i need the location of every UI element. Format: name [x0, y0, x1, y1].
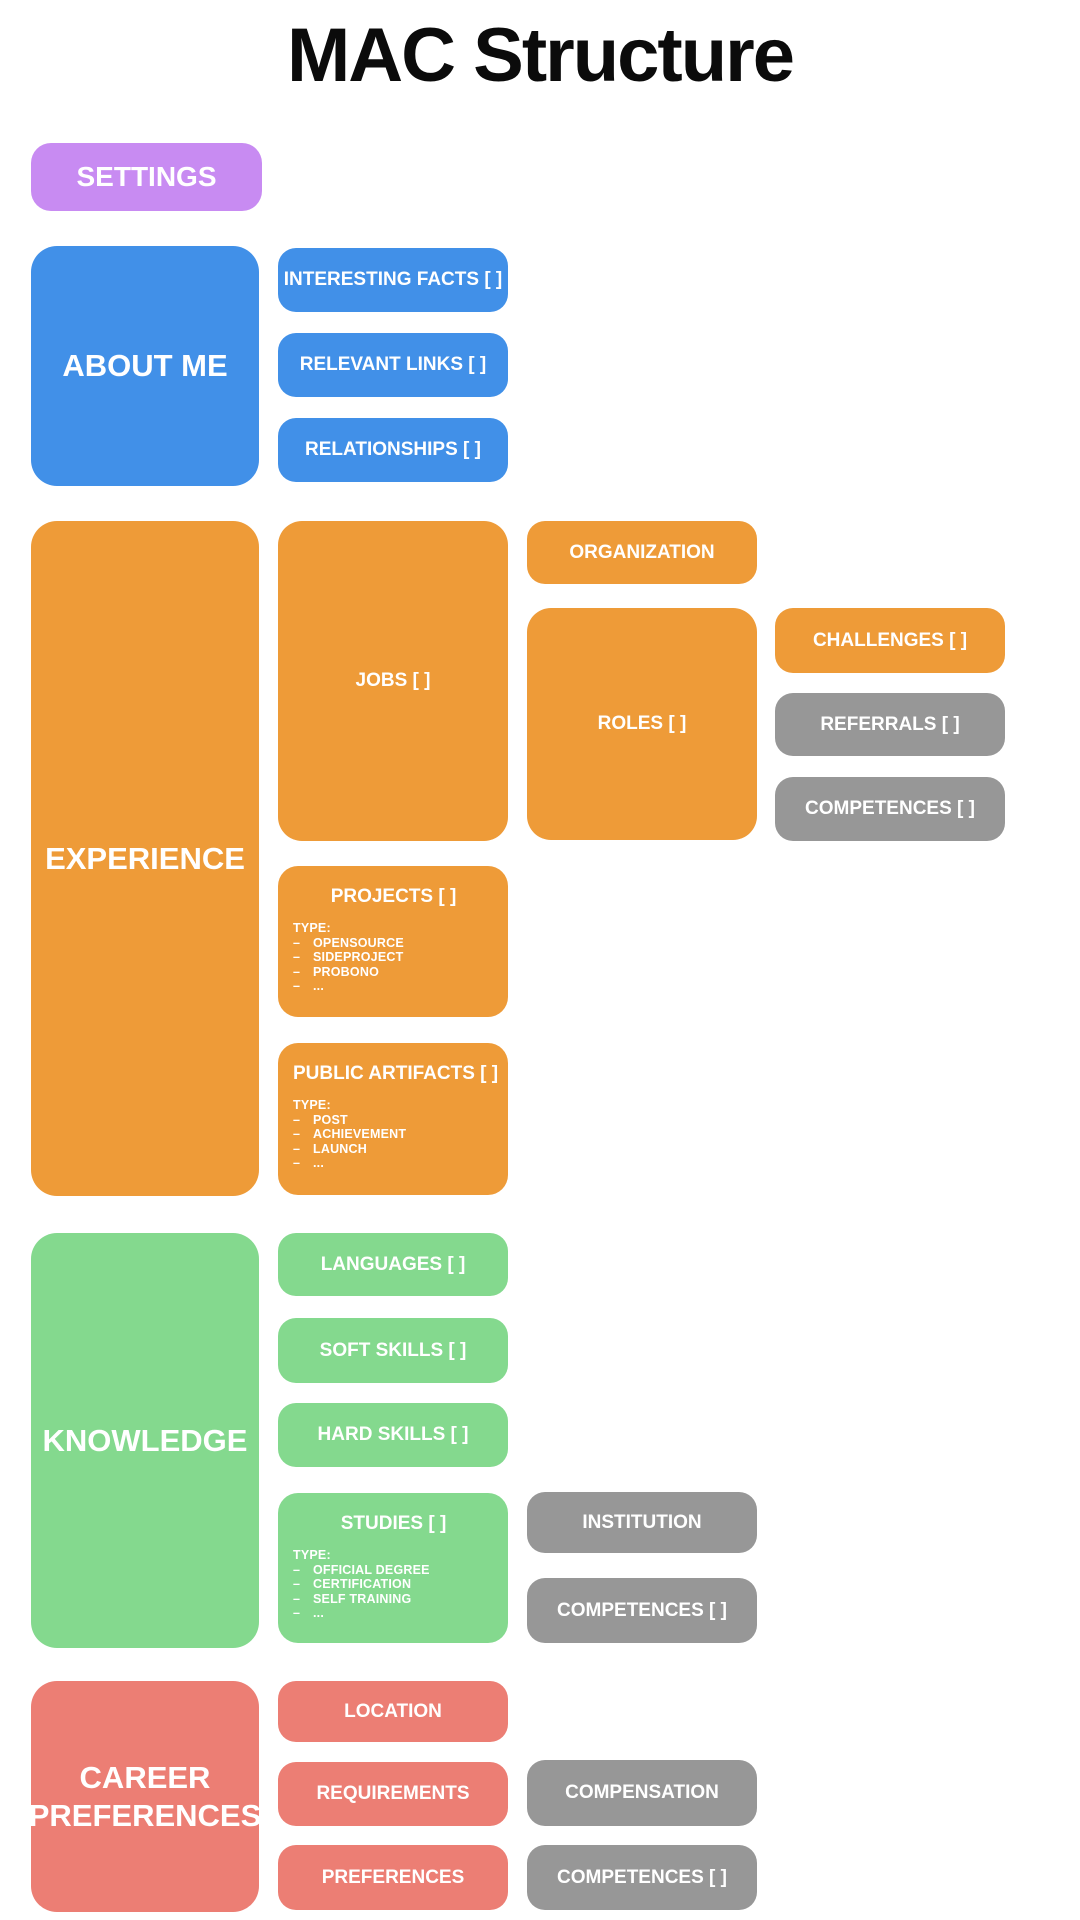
compensation-box: COMPENSATION	[527, 1760, 757, 1826]
compensation-label: COMPENSATION	[565, 1782, 719, 1803]
dash-bullet: –	[293, 935, 301, 950]
type-item-label: OFFICIAL DEGREE	[313, 1562, 430, 1577]
dash-bullet: –	[293, 1562, 301, 1577]
experience-label: EXPERIENCE	[45, 840, 245, 876]
settings-box: SETTINGS	[31, 143, 262, 211]
type-item-label: ...	[313, 979, 325, 993]
relationships-label: RELATIONSHIPS [ ]	[305, 439, 481, 460]
about-me-box: ABOUT ME	[31, 246, 259, 486]
knowledge-competences-label: COMPETENCES [ ]	[557, 1599, 727, 1621]
type-heading: TYPE:	[293, 1548, 331, 1562]
type-item: –OFFICIAL DEGREE	[293, 1563, 494, 1578]
institution-label: INSTITUTION	[582, 1511, 702, 1533]
type-item-label: LAUNCH	[313, 1141, 367, 1156]
career-preferences-box: CAREER PREFERENCES	[28, 1681, 262, 1912]
interesting-facts-label: INTERESTING FACTS [ ]	[283, 269, 503, 290]
soft-skills-box: SOFT SKILLS [ ]	[278, 1318, 508, 1383]
knowledge-label: KNOWLEDGE	[42, 1422, 248, 1458]
type-heading: TYPE:	[293, 1098, 331, 1112]
dash-bullet: –	[293, 1141, 301, 1156]
dash-bullet: –	[293, 1606, 301, 1620]
public-artifacts-type-list: TYPE: –POST –ACHIEVEMENT –LAUNCH –...	[293, 1098, 494, 1171]
jobs-label: JOBS [ ]	[355, 670, 431, 691]
relevant-links-box: RELEVANT LINKS [ ]	[278, 333, 508, 397]
interesting-facts-box: INTERESTING FACTS [ ]	[278, 248, 508, 312]
dash-bullet: –	[293, 1591, 301, 1606]
studies-type-list: TYPE: –OFFICIAL DEGREE –CERTIFICATION –S…	[293, 1548, 494, 1621]
hard-skills-label: HARD SKILLS [ ]	[317, 1424, 469, 1445]
languages-label: LANGUAGES [ ]	[320, 1253, 466, 1275]
projects-box: PROJECTS [ ] TYPE: –OPENSOURCE –SIDEPROJ…	[278, 866, 508, 1017]
roles-label: ROLES [ ]	[597, 713, 687, 734]
projects-type-list: TYPE: –OPENSOURCE –SIDEPROJECT –PROBONO …	[293, 921, 494, 994]
career-preferences-label: CAREER PREFERENCES	[28, 1759, 262, 1833]
knowledge-box: KNOWLEDGE	[31, 1233, 259, 1648]
languages-box: LANGUAGES [ ]	[278, 1233, 508, 1296]
type-item: –...	[293, 979, 494, 994]
settings-label: SETTINGS	[76, 161, 217, 192]
hard-skills-box: HARD SKILLS [ ]	[278, 1403, 508, 1467]
type-item: –LAUNCH	[293, 1142, 494, 1157]
type-item-label: ACHIEVEMENT	[313, 1127, 407, 1141]
roles-box: ROLES [ ]	[527, 608, 757, 840]
preferences-label: PREFERENCES	[321, 1866, 465, 1888]
organization-box: ORGANIZATION	[527, 521, 757, 584]
public-artifacts-label: PUBLIC ARTIFACTS [ ]	[293, 1063, 499, 1084]
experience-box: EXPERIENCE	[31, 521, 259, 1196]
challenges-box: CHALLENGES [ ]	[775, 608, 1005, 673]
requirements-label: REQUIREMENTS	[316, 1783, 470, 1804]
studies-box: STUDIES [ ] TYPE: –OFFICIAL DEGREE –CERT…	[278, 1493, 508, 1643]
dash-bullet: –	[293, 1127, 301, 1141]
page-title: MAC Structure	[286, 12, 795, 98]
dash-bullet: –	[293, 1112, 301, 1127]
type-item: –PROBONO	[293, 965, 494, 980]
dash-bullet: –	[293, 950, 301, 964]
type-item-label: SELF TRAINING	[313, 1591, 412, 1606]
location-box: LOCATION	[278, 1681, 508, 1742]
dash-bullet: –	[293, 979, 301, 993]
career-competences-label: COMPETENCES [ ]	[557, 1866, 727, 1888]
projects-label: PROJECTS [ ]	[330, 886, 457, 907]
organization-label: ORGANIZATION	[569, 541, 715, 563]
type-item-label: ...	[313, 1156, 325, 1170]
type-item-label: PROBONO	[313, 964, 379, 979]
type-item-label: ...	[313, 1606, 325, 1620]
type-item-label: OPENSOURCE	[313, 935, 404, 950]
type-item-label: SIDEPROJECT	[313, 950, 404, 964]
type-item: –...	[293, 1156, 494, 1171]
knowledge-competences-box: COMPETENCES [ ]	[527, 1578, 757, 1643]
type-item: –OPENSOURCE	[293, 936, 494, 951]
challenges-label: CHALLENGES [ ]	[812, 629, 968, 651]
type-item: –...	[293, 1606, 494, 1621]
about-me-label: ABOUT ME	[62, 348, 228, 384]
experience-competences-label: COMPETENCES [ ]	[805, 798, 975, 819]
type-item: –ACHIEVEMENT	[293, 1127, 494, 1142]
public-artifacts-box: PUBLIC ARTIFACTS [ ] TYPE: –POST –ACHIEV…	[278, 1043, 508, 1195]
type-heading: TYPE:	[293, 921, 331, 935]
type-item-label: CERTIFICATION	[313, 1577, 412, 1591]
requirements-box: REQUIREMENTS	[278, 1762, 508, 1826]
type-item: –SELF TRAINING	[293, 1592, 494, 1607]
referrals-label: REFERRALS [ ]	[820, 713, 960, 735]
dash-bullet: –	[293, 1156, 301, 1170]
career-competences-box: COMPETENCES [ ]	[527, 1845, 757, 1910]
dash-bullet: –	[293, 964, 301, 979]
location-label: LOCATION	[344, 1700, 442, 1722]
relationships-box: RELATIONSHIPS [ ]	[278, 418, 508, 482]
type-item: –CERTIFICATION	[293, 1577, 494, 1592]
type-item: –POST	[293, 1113, 494, 1128]
jobs-box: JOBS [ ]	[278, 521, 508, 841]
studies-label: STUDIES [ ]	[340, 1513, 447, 1534]
dash-bullet: –	[293, 1577, 301, 1591]
type-item: –SIDEPROJECT	[293, 950, 494, 965]
preferences-box: PREFERENCES	[278, 1845, 508, 1910]
type-item-label: POST	[313, 1112, 348, 1127]
experience-competences-box: COMPETENCES [ ]	[775, 777, 1005, 841]
soft-skills-label: SOFT SKILLS [ ]	[319, 1339, 467, 1361]
referrals-box: REFERRALS [ ]	[775, 693, 1005, 756]
relevant-links-label: RELEVANT LINKS [ ]	[299, 354, 487, 375]
institution-box: INSTITUTION	[527, 1492, 757, 1553]
